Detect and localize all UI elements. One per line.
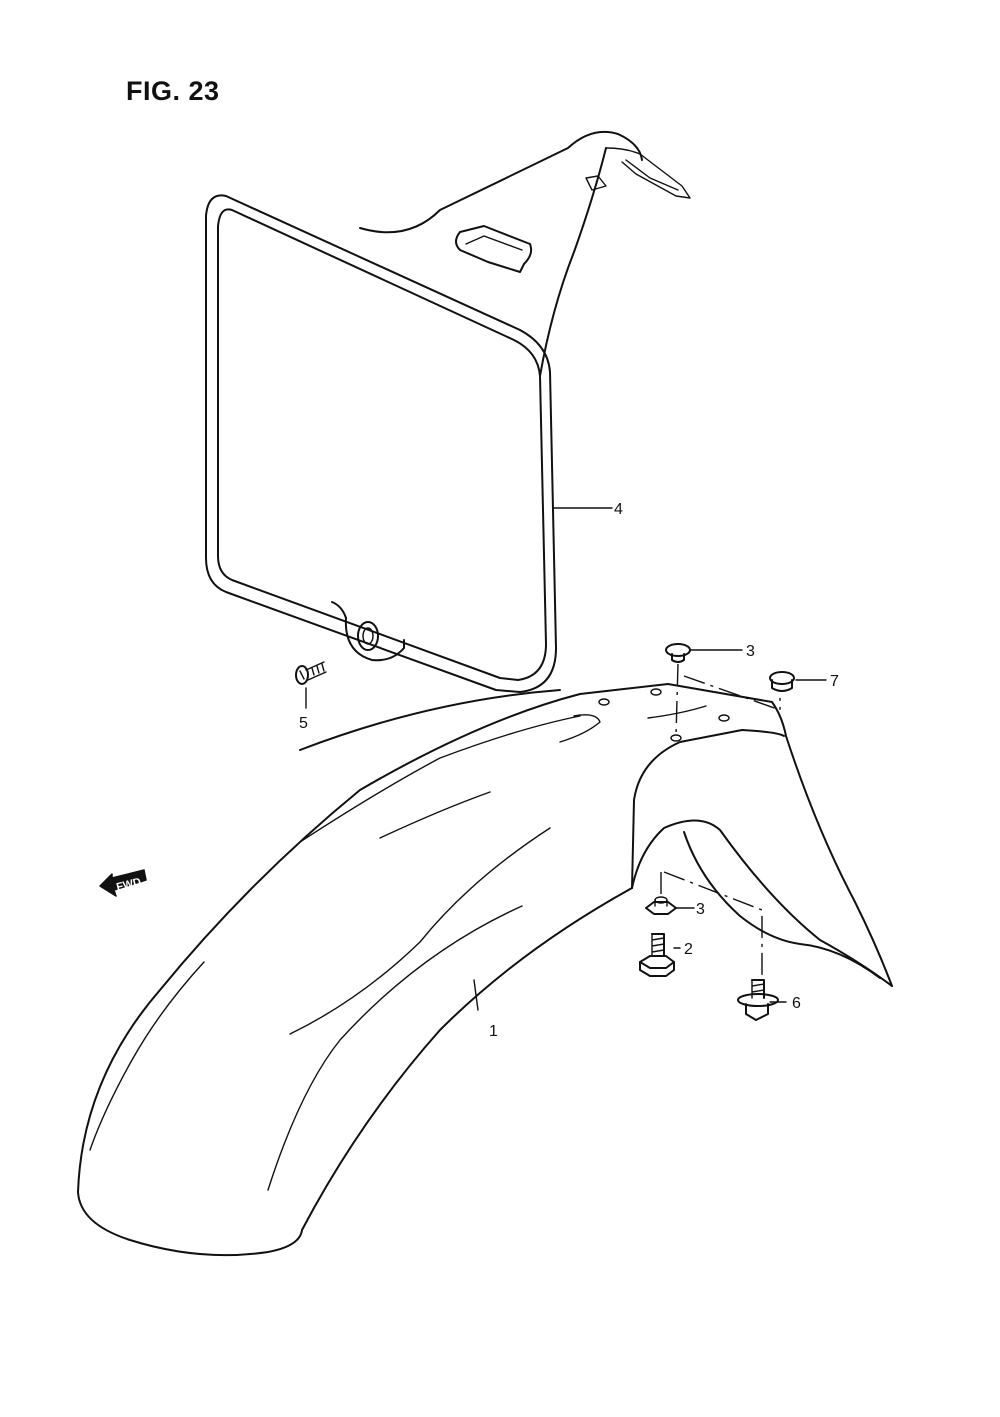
callout-3-top: 3 xyxy=(746,643,755,660)
assembly-lines xyxy=(660,663,781,978)
collar-part-3-top xyxy=(665,643,691,663)
callout-4: 4 xyxy=(614,501,623,518)
callout-6: 6 xyxy=(792,995,801,1012)
front-fender-drawing xyxy=(77,683,893,1257)
callout-7: 7 xyxy=(830,673,839,690)
bolt-part-7 xyxy=(769,671,795,692)
forward-arrow-icon: FWD xyxy=(99,869,147,897)
bolt-part-6 xyxy=(737,979,779,1021)
fwd-label: FWD xyxy=(115,876,142,894)
number-plate-drawing xyxy=(205,130,691,693)
callout-5: 5 xyxy=(299,715,308,732)
bolt-part-2 xyxy=(639,933,675,977)
callouts: 4 3 7 5 3 2 6 1 xyxy=(299,501,839,1040)
callout-1: 1 xyxy=(489,1023,498,1040)
leader-lines xyxy=(305,507,827,1011)
collar-part-3-lower xyxy=(645,896,677,915)
figure-title: FIG. 23 xyxy=(126,76,220,106)
screw-part-5 xyxy=(295,661,327,685)
callout-3-lower: 3 xyxy=(696,901,705,918)
callout-2: 2 xyxy=(684,941,693,958)
